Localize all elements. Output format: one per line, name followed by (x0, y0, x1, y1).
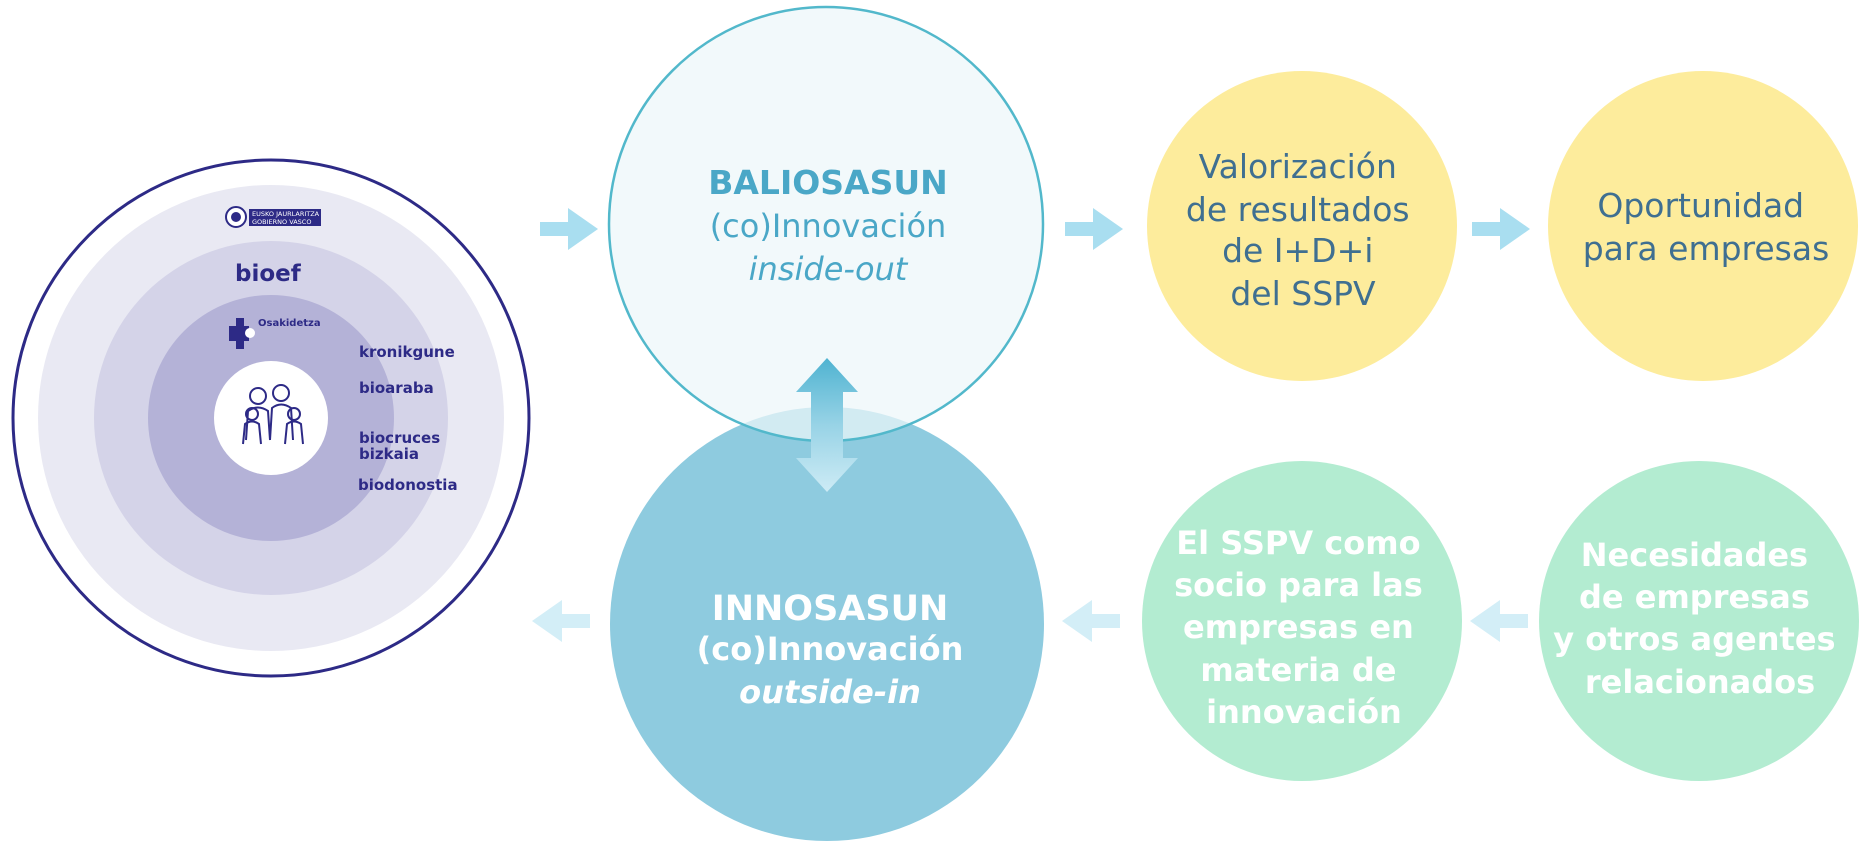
oportunidad-line1: Oportunidad (1597, 186, 1804, 225)
baliosasun-title: BALIOSASUN (708, 163, 948, 202)
valorizacion-text: Valorización de resultados de I+D+i del … (1186, 147, 1420, 313)
ecosystem-diagram: EUSKO JAURLARITZA GOBIERNO VASCO bioef O… (11, 158, 531, 678)
gobierno-vasco-line2: GOBIERNO VASCO (252, 218, 311, 226)
innosasun-mode: outside-in (739, 673, 921, 711)
socio-circle (1142, 461, 1462, 781)
arrow-right-to-baliosasun (540, 208, 598, 250)
family-icon (242, 384, 304, 445)
biocruces-logo-line2: bizkaia (359, 445, 419, 463)
oportunidad-text: Oportunidad para empresas (1583, 186, 1830, 268)
biocruces-logo-line1: biocruces (359, 429, 440, 447)
arrow-left-to-ecosystem (532, 600, 590, 642)
baliosasun-mode: inside-out (749, 250, 909, 288)
socio-line2: socio para las (1174, 566, 1423, 604)
socio-line3: empresas en (1183, 608, 1414, 646)
socio-line4: materia de (1200, 651, 1396, 689)
innosasun-title: INNOSASUN (712, 589, 949, 629)
socio-line1: El SSPV como (1176, 524, 1420, 562)
osakidetza-logo: Osakidetza (229, 318, 321, 349)
valorizacion-line1: Valorización (1199, 147, 1397, 186)
valorizacion-circle (1147, 71, 1457, 381)
innosasun-circle (610, 407, 1044, 841)
bioaraba-logo: bioaraba (359, 379, 434, 397)
socio-text: El SSPV como socio para las empresas en … (1174, 524, 1434, 731)
bioef-logo: bioef (235, 261, 302, 287)
osakidetza-label: Osakidetza (258, 318, 321, 329)
innosasun-subtitle: (co)Innovación (697, 630, 964, 668)
valorizacion-line4: del SSPV (1230, 274, 1376, 313)
baliosasun-subtitle: (co)Innovación (710, 207, 947, 245)
necesidades-line4: relacionados (1585, 663, 1815, 701)
valorizacion-line3: de I+D+i (1222, 231, 1373, 270)
arrow-right-to-oportunidad (1472, 208, 1530, 250)
valorizacion-line2: de resultados (1186, 190, 1410, 229)
socio-line5: innovación (1206, 693, 1402, 731)
arrow-right-to-valorizacion (1065, 208, 1123, 250)
oportunidad-circle (1548, 71, 1858, 381)
necesidades-line2: de empresas (1579, 578, 1810, 616)
necesidades-circle (1539, 461, 1859, 781)
necesidades-text: Necesidades de empresas y otros agentes … (1553, 536, 1846, 701)
gobierno-vasco-line1: EUSKO JAURLARITZA (252, 210, 320, 218)
necesidades-line1: Necesidades (1581, 536, 1808, 574)
oportunidad-line2: para empresas (1583, 229, 1830, 268)
kronikgune-logo: kronikgune (359, 343, 455, 361)
necesidades-line3: y otros agentes (1553, 620, 1835, 658)
biodonostia-logo: biodonostia (358, 476, 458, 494)
double-arrow-vertical (796, 358, 858, 492)
arrow-left-to-socio (1470, 600, 1528, 642)
gobierno-vasco-logo: EUSKO JAURLARITZA GOBIERNO VASCO (225, 206, 321, 228)
arrow-left-to-innosasun (1062, 600, 1120, 642)
